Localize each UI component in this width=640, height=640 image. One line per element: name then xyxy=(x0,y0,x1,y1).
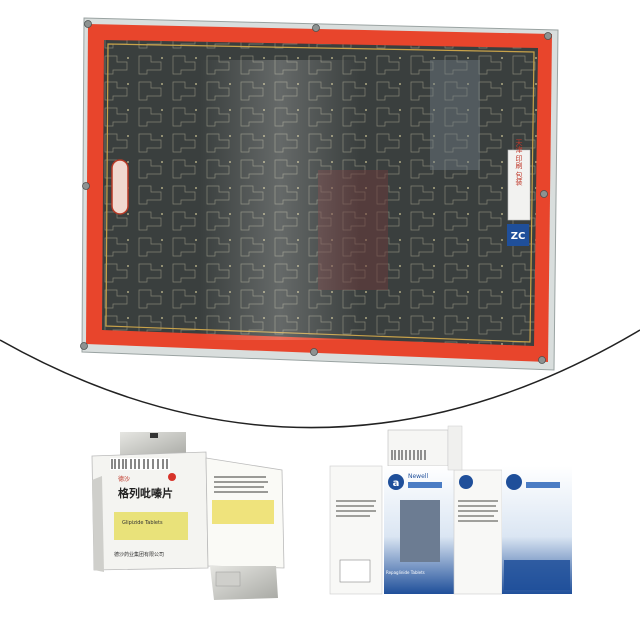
box-right-top-flap xyxy=(387,429,449,467)
box-right-glue-flap xyxy=(447,425,463,471)
board-logo-text: ZC xyxy=(511,231,526,242)
corner-bolts xyxy=(80,20,552,364)
bolt-bottom-center xyxy=(310,348,318,356)
box-left-left-flap xyxy=(92,476,104,572)
box-left-logo xyxy=(168,473,176,481)
box-left-maker: 德沙药业集团有限公司 xyxy=(114,551,164,558)
box-right-left-barcode xyxy=(339,559,371,583)
board-logo xyxy=(507,224,529,246)
box-right-top-barcode xyxy=(391,450,426,460)
box-left-english-name: Glipizide Tablets xyxy=(122,520,163,526)
box-left-product-name: 格列吡嗪片 xyxy=(118,486,173,500)
box-right-side-text xyxy=(458,500,498,522)
reflection-grey xyxy=(430,60,480,170)
board-side-label-text: 天津 印刷 包装 xyxy=(515,139,523,187)
unfolded-box-left: 德沙 格列吡嗪片 Glipizide Tablets 德沙药业集团有限公司 xyxy=(91,432,285,600)
handle-slot xyxy=(111,159,129,215)
box-right-left-text xyxy=(336,500,376,517)
box-right-logo xyxy=(388,474,404,490)
bolt-top-right xyxy=(544,32,552,40)
box-left-yellow-band xyxy=(114,512,188,540)
bolt-top-center xyxy=(312,24,320,32)
divider-arc xyxy=(0,329,640,429)
gold-border-trace xyxy=(105,43,535,343)
unfolded-box-right: a Newell Repaglinide Tablets xyxy=(329,425,572,595)
box-right-english-name: Repaglinide Tablets xyxy=(386,570,425,575)
box-left-brand: 德沙 xyxy=(118,475,130,483)
bolt-bottom-left xyxy=(80,342,88,350)
bolt-left-middle xyxy=(82,182,90,190)
box-right-back-footer xyxy=(504,560,570,590)
box-left-bottom-qr xyxy=(215,571,241,587)
box-right-title-bar xyxy=(408,482,442,488)
bolt-bottom-right xyxy=(538,356,546,364)
glare-band xyxy=(200,60,360,340)
box-right-blister-panel xyxy=(400,500,440,562)
box-right-brand: Newell xyxy=(408,473,428,480)
box-right-back-logo xyxy=(506,474,522,490)
box-right-back-title-bar xyxy=(526,482,560,488)
bolt-right-middle xyxy=(540,190,548,198)
box-right-side-logo xyxy=(459,475,473,489)
board-side-label xyxy=(507,149,531,221)
box-right-logo-letter: a xyxy=(393,478,400,489)
box-left-notch xyxy=(150,433,158,438)
box-left-side-text-lines xyxy=(214,476,268,493)
bolt-top-left xyxy=(84,20,92,28)
box-right-side-panel xyxy=(453,469,503,595)
die-board: 天津 印刷 包装 ZC xyxy=(80,17,559,371)
barcode-lines xyxy=(111,459,168,469)
box-left-barcode xyxy=(110,458,170,470)
box-left-side-yellow xyxy=(212,500,274,524)
